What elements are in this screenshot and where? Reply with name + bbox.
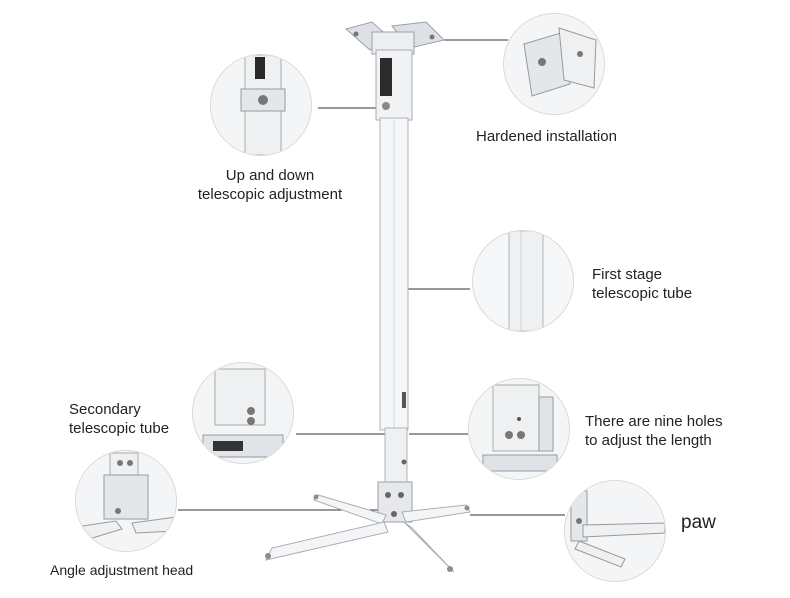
label-angle-head: Angle adjustment head bbox=[50, 562, 194, 578]
top-sleeve bbox=[375, 49, 413, 121]
first-stage-tube bbox=[379, 117, 409, 431]
label-first-stage: First stage telescopic tube bbox=[592, 265, 692, 303]
secondary-tube bbox=[384, 427, 408, 485]
label-secondary-line2: telescopic tube bbox=[69, 420, 170, 437]
secondary-detail-image bbox=[193, 363, 293, 463]
label-paw: paw bbox=[681, 512, 716, 533]
label-nine-holes-line2: to adjust the length bbox=[585, 432, 712, 449]
label-hardened: Hardened installation bbox=[476, 128, 617, 145]
detail-circle-up-down bbox=[210, 54, 312, 156]
leg-bolts bbox=[265, 494, 470, 572]
label-up-down: Up and down telescopic adjustment bbox=[180, 166, 360, 204]
detail-circle-paw bbox=[564, 480, 666, 582]
label-nine-holes: There are nine holes to adjust the lengt… bbox=[585, 412, 723, 450]
label-nine-holes-line1: There are nine holes bbox=[585, 413, 723, 430]
label-secondary: Secondary telescopic tube bbox=[69, 400, 169, 438]
bracket-detail-image bbox=[504, 14, 604, 114]
angle-head-detail-image bbox=[76, 451, 176, 551]
telescopic-detail-image bbox=[211, 55, 311, 155]
detail-circle-first-stage bbox=[472, 230, 574, 332]
label-secondary-line1: Secondary bbox=[69, 401, 141, 418]
label-up-down-line1: Up and down bbox=[225, 167, 315, 184]
nine-holes-detail-image bbox=[469, 379, 569, 479]
paw-detail-image bbox=[565, 481, 665, 581]
label-up-down-line2: telescopic adjustment bbox=[197, 186, 343, 203]
label-first-stage-line1: First stage bbox=[592, 266, 663, 283]
detail-circle-hardened bbox=[503, 13, 605, 115]
first-stage-detail-image bbox=[473, 231, 573, 331]
ceiling-bracket bbox=[344, 21, 445, 55]
detail-circle-nine-holes bbox=[468, 378, 570, 480]
detail-circle-angle-head bbox=[75, 450, 177, 552]
detail-circle-secondary bbox=[192, 362, 294, 464]
mount-legs bbox=[265, 494, 471, 573]
label-first-stage-line2: telescopic tube bbox=[592, 285, 693, 302]
